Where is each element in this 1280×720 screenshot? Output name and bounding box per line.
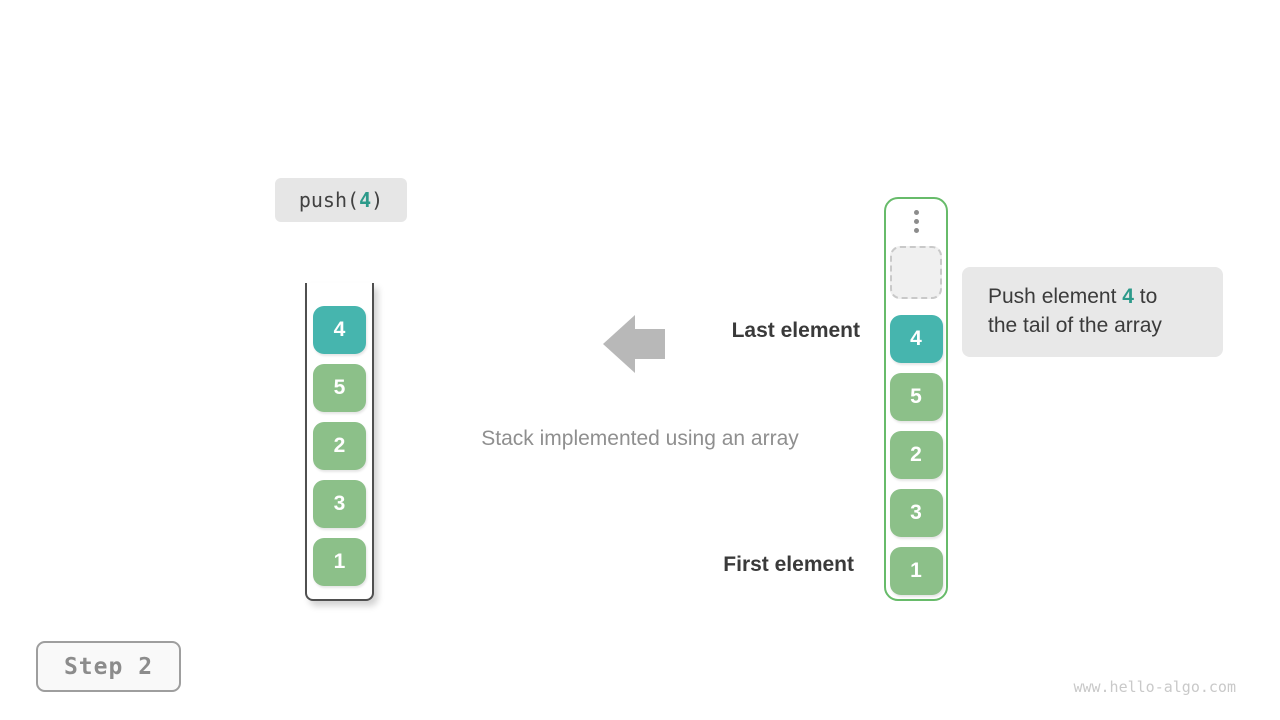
push-argument: 4 <box>359 188 372 212</box>
array-container: 4 5 2 3 1 <box>884 197 948 601</box>
arrow-left-icon <box>603 315 665 373</box>
first-element-label: First element <box>723 553 854 576</box>
array-cell: 2 <box>889 431 943 479</box>
array-cells: 4 5 2 3 1 <box>889 307 943 595</box>
stack-container: 4 5 2 3 1 <box>305 283 374 601</box>
array-cell: 4 <box>889 315 943 363</box>
stack-cell: 2 <box>313 422 366 470</box>
tooltip-text-after: to <box>1133 285 1158 308</box>
arrow-head <box>603 315 635 373</box>
tooltip-text-line2: the tail of the array <box>988 314 1162 337</box>
push-function-text: push( <box>298 188 360 212</box>
diagram-caption: Stack implemented using an array <box>481 427 799 450</box>
vertical-ellipsis-icon <box>913 210 919 233</box>
tooltip-text-before: Push element <box>988 285 1123 308</box>
array-cell: 3 <box>889 489 943 537</box>
array-cell: 1 <box>889 547 943 595</box>
stack-cell: 5 <box>313 364 366 412</box>
array-cell: 5 <box>889 373 943 421</box>
push-operation-chip: push(4) <box>275 178 407 222</box>
watermark: www.hello-algo.com <box>1073 678 1236 696</box>
stack-cell: 4 <box>313 306 366 354</box>
stack-cell: 3 <box>313 480 366 528</box>
empty-array-slot <box>890 246 942 299</box>
tooltip-argument: 4 <box>1122 285 1134 308</box>
last-element-label: Last element <box>731 319 860 342</box>
arrow-tail <box>635 329 665 359</box>
push-tooltip: Push element 4 to the tail of the array <box>962 267 1223 357</box>
push-close-paren: ) <box>371 188 384 212</box>
stack-cell: 1 <box>313 538 366 586</box>
step-badge: Step 2 <box>36 641 181 692</box>
